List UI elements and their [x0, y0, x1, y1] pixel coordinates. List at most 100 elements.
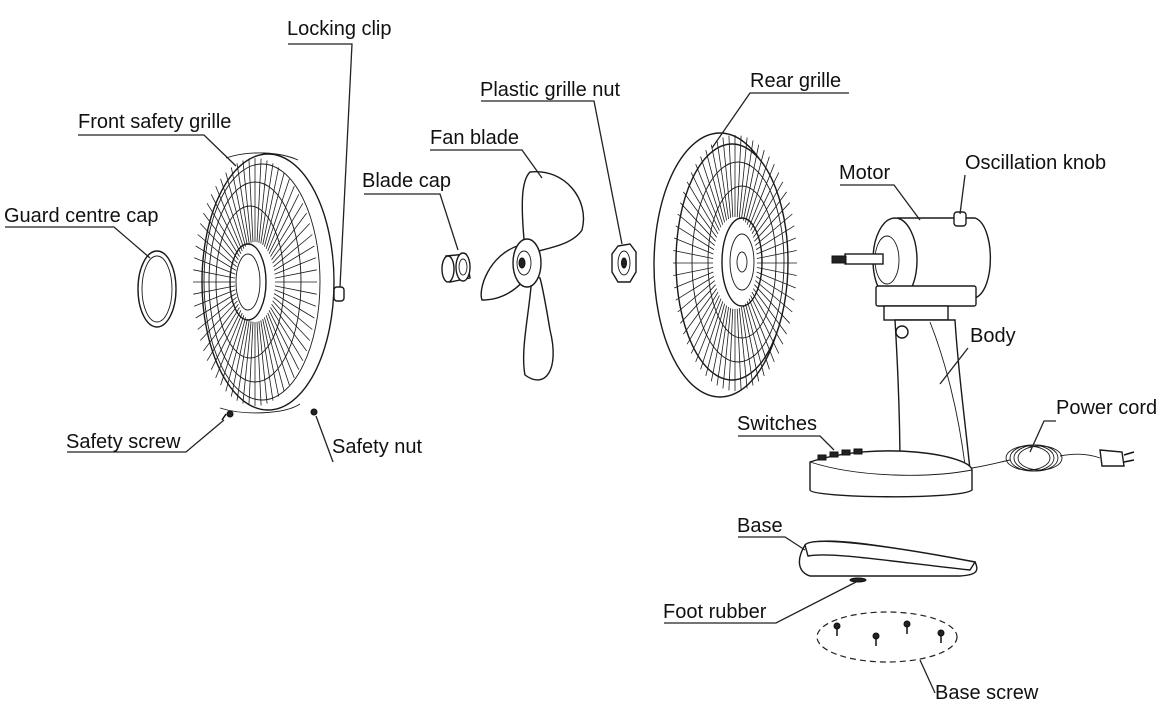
grille-wire [258, 321, 268, 404]
grille-wire [741, 140, 754, 220]
label-base-screw: Base screw [935, 682, 1039, 704]
grille-wire [745, 303, 765, 377]
grille-wire [210, 194, 242, 254]
label-fan-blade: Fan blade [430, 127, 519, 149]
locking-clip [333, 286, 345, 302]
screw-icon [872, 632, 880, 646]
grille-wire [200, 300, 238, 341]
grille-wire [195, 245, 237, 271]
grille-wire [743, 305, 760, 382]
grille-wire [705, 303, 725, 377]
grille-wire [230, 167, 248, 246]
grille-wire [751, 181, 784, 235]
label-power-cord: Power cord [1056, 397, 1158, 419]
grille-wire [195, 293, 237, 319]
grille-wire [722, 308, 732, 389]
grille-wire [215, 312, 243, 379]
grille-wire [215, 185, 243, 252]
grille-wire [675, 225, 715, 250]
rear-grille [653, 132, 797, 398]
fan-blade [480, 171, 585, 381]
safety-nut [310, 408, 318, 416]
body [894, 319, 971, 471]
grille-wire [193, 285, 236, 295]
grille-wire [673, 250, 714, 259]
leader-lines [5, 43, 1056, 694]
grille-wire [695, 298, 722, 363]
grille-wire [210, 310, 242, 370]
grille-wire [756, 250, 797, 259]
grille-wire [203, 212, 239, 261]
grille-wire [267, 185, 295, 252]
grille-wire [267, 312, 295, 379]
grille-wire [230, 318, 248, 397]
label-switches: Switches [737, 413, 818, 435]
grille-wire [242, 160, 252, 243]
grille-wire [710, 144, 727, 221]
grille-wire [206, 307, 240, 361]
grille-wire [268, 310, 300, 370]
grille-wire [203, 303, 239, 352]
label-motor: Motor [839, 162, 891, 184]
grille-wire [265, 178, 290, 249]
grille-wire [750, 172, 780, 231]
grille-wire [272, 300, 310, 341]
grille-wire [260, 163, 274, 244]
grille-wire [716, 306, 729, 386]
switches [817, 448, 863, 461]
grille-wire [695, 163, 722, 228]
grille-wire [242, 321, 252, 404]
grille-wire [700, 156, 724, 225]
label-plastic-grille-nut: Plastic grille nut [480, 79, 621, 101]
grille-wire [683, 288, 718, 335]
grille-wire [755, 276, 795, 301]
grille-wire [260, 320, 274, 401]
screw-icon [903, 620, 911, 634]
grille-wire [736, 308, 742, 391]
grille-wire [673, 267, 714, 276]
grille-wire [262, 318, 280, 397]
grille-wire [728, 308, 734, 391]
grille-wire [194, 289, 236, 307]
grille-wire [746, 156, 770, 225]
grille-wire [756, 271, 796, 289]
grille-wire [274, 289, 316, 307]
grille-wire [755, 225, 795, 250]
grille-wire [197, 296, 237, 330]
grille-wire [690, 295, 720, 354]
grille-wire [736, 135, 742, 218]
grille-wire [274, 269, 317, 279]
grille-wire [248, 158, 254, 243]
grille-wire [728, 135, 734, 218]
grille-wire [256, 321, 262, 406]
screw-icon [937, 629, 945, 643]
grille-wire [274, 285, 317, 295]
grille-wire [272, 223, 310, 264]
front-safety-grille [193, 152, 335, 414]
safety-screw [221, 410, 234, 421]
power-cord [971, 444, 1135, 472]
grille-wire [273, 234, 313, 268]
grille-wire [752, 191, 787, 238]
grille-wire [754, 202, 790, 242]
grille-wire [270, 307, 304, 361]
plastic-grille-nut [611, 243, 637, 283]
grille-wire [236, 320, 250, 401]
grille-wire [755, 280, 793, 313]
grille-wire [193, 269, 236, 279]
grille-wire [750, 295, 780, 354]
oscillation-knob [953, 211, 967, 227]
grille-wire [741, 306, 754, 386]
label-rear-grille: Rear grille [750, 70, 842, 92]
grille-wire [745, 149, 765, 223]
label-blade-cap: Blade cap [362, 170, 451, 192]
grille-wire [756, 237, 796, 255]
grille-wire [677, 213, 715, 246]
grille-wire [738, 308, 748, 389]
grille-wire [264, 172, 285, 247]
grille-wire [690, 172, 720, 231]
grille-wire [273, 296, 313, 330]
grille-wire [755, 213, 793, 246]
